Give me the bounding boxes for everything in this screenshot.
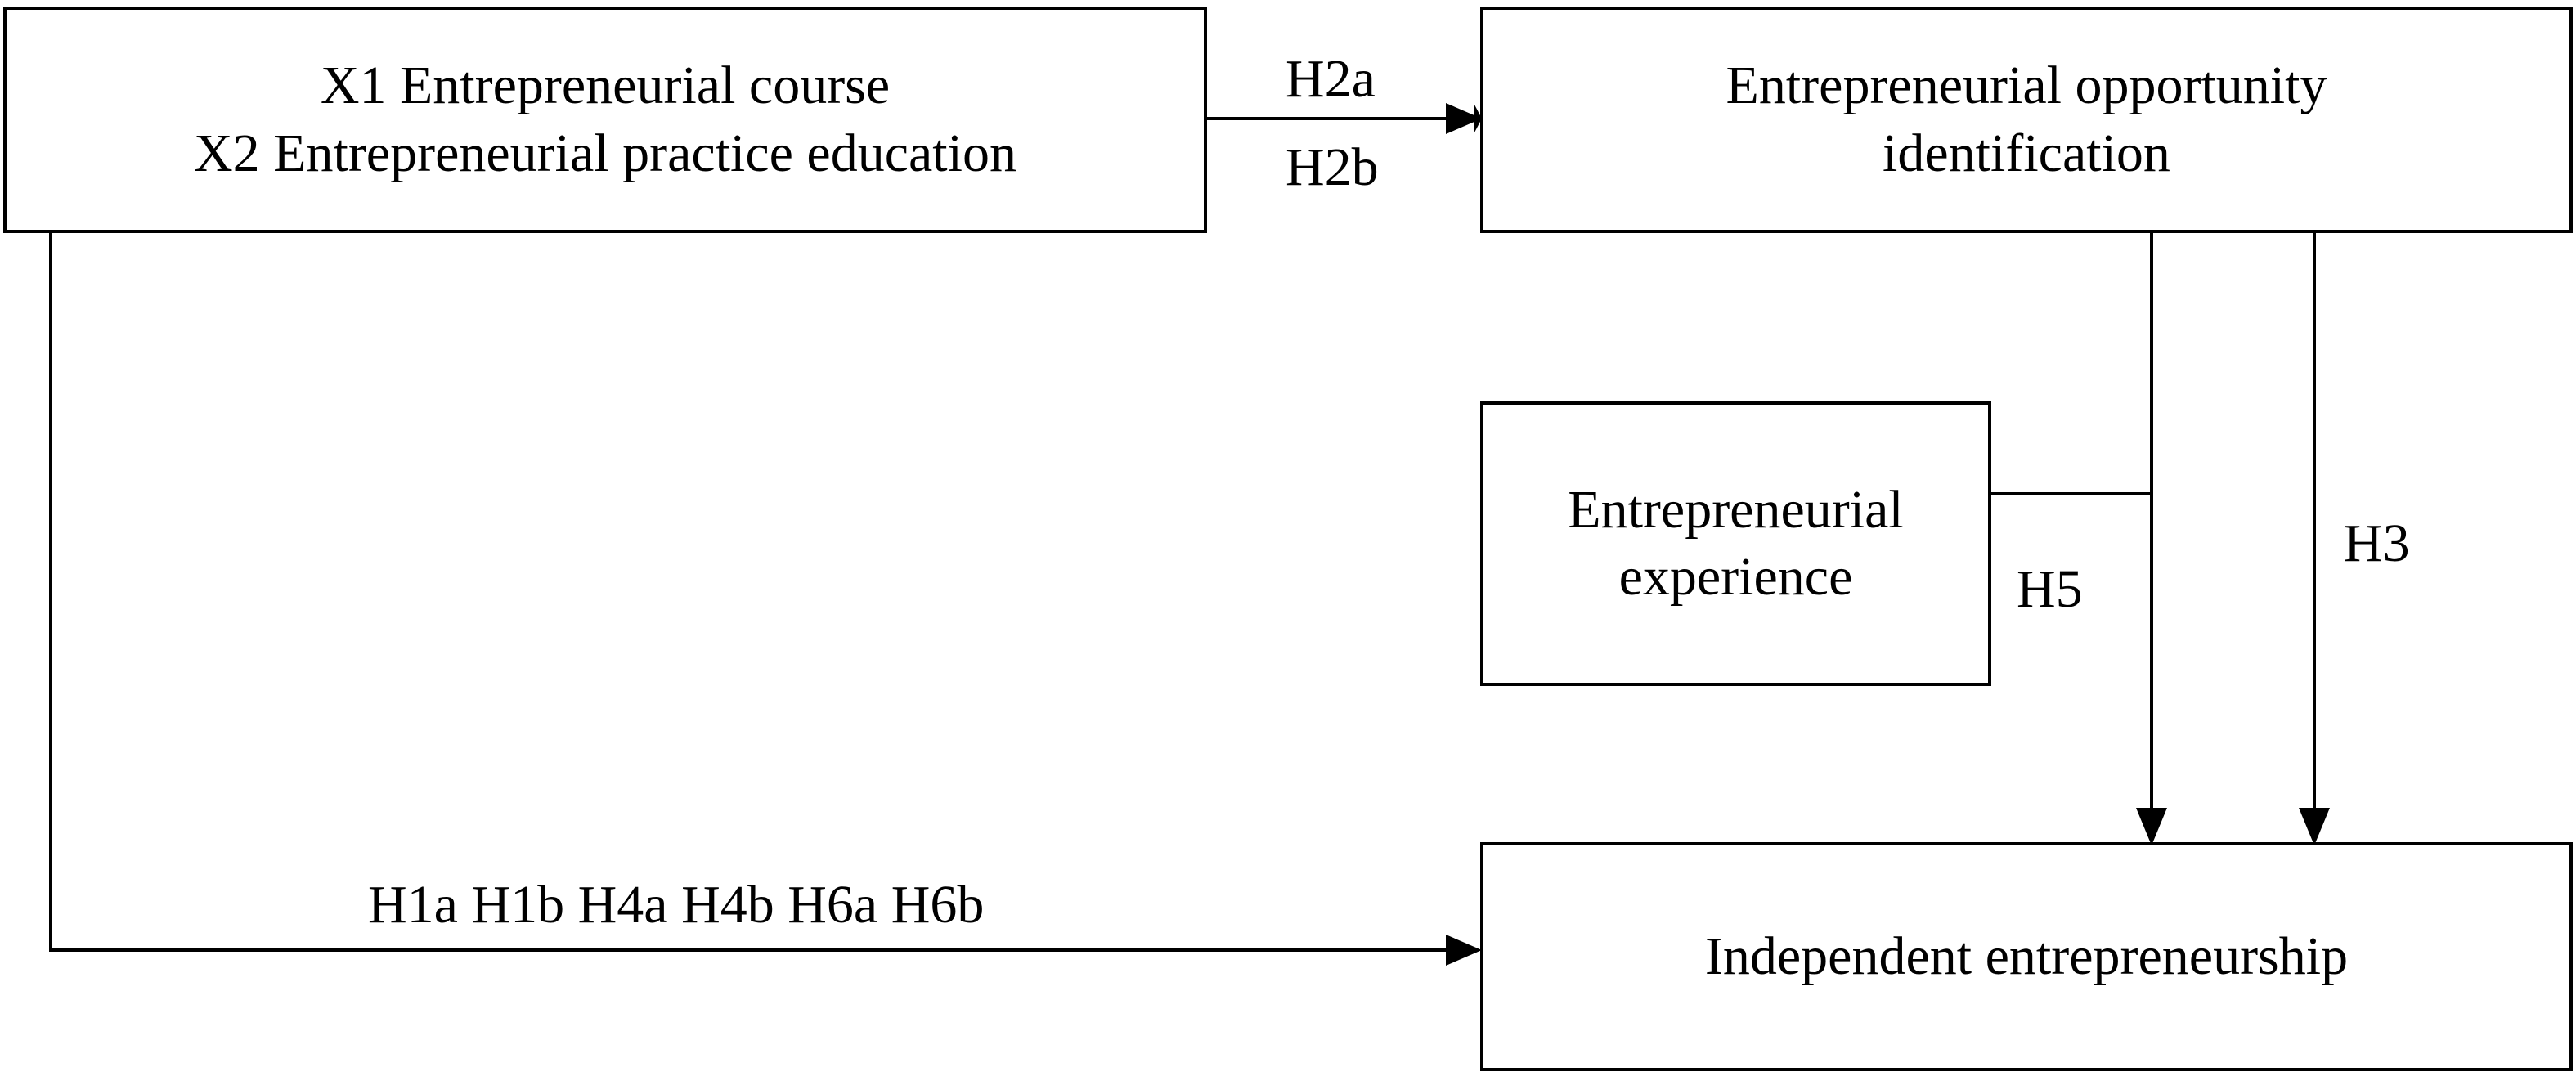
node-entrepreneurial-education: X1 Entrepreneurial course X2 Entrepreneu… xyxy=(3,7,1207,233)
edge-label-h2a: H2a xyxy=(1286,49,1376,109)
arrow-h1-h4-h6-head xyxy=(1446,935,1482,966)
edge-label-h3: H3 xyxy=(2344,513,2410,573)
arrow-h1-h4-h6 xyxy=(49,230,1447,952)
node-education-line-1: X1 Entrepreneurial course xyxy=(320,56,891,115)
node-entrepreneurial-experience: Entrepreneurial experience xyxy=(1480,401,1991,686)
arrow-h3-head xyxy=(2299,808,2330,845)
node-experience-line-2: experience xyxy=(1618,547,1853,607)
arrow-h5-head xyxy=(2136,808,2167,845)
edge-label-h5: H5 xyxy=(2017,559,2083,619)
node-opportunity-line-1: Entrepreneurial opportunity xyxy=(1726,56,2327,115)
node-independent-entrepreneurship: Independent entrepreneurship xyxy=(1480,842,2573,1071)
edge-label-h2b: H2b xyxy=(1286,137,1379,197)
node-experience-line-1: Entrepreneurial xyxy=(1568,479,1904,540)
node-opportunity-identification: Entrepreneurial opportunity identificati… xyxy=(1480,7,2573,233)
arrow-h2-head-fill xyxy=(1446,103,1482,134)
node-education-line-2: X2 Entrepreneurial practice education xyxy=(194,123,1016,183)
node-independent-line-1: Independent entrepreneurship xyxy=(1704,926,2349,986)
edge-label-h1-h4-h6: H1a H1b H4a H4b H6a H6b xyxy=(368,875,985,935)
node-opportunity-line-2: identification xyxy=(1883,123,2170,183)
